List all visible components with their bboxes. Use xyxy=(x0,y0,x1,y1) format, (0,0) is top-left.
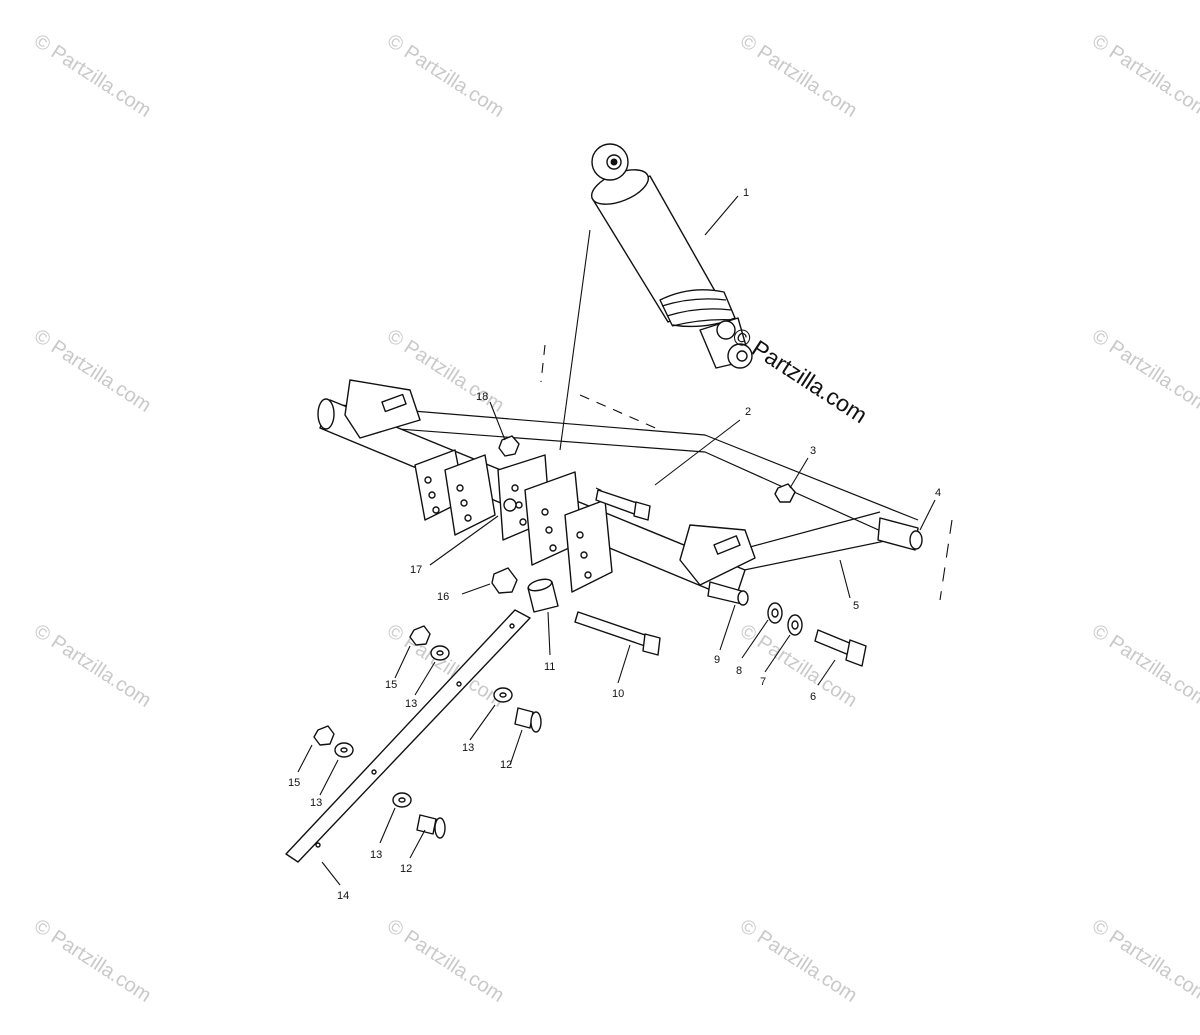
shock-absorber[interactable] xyxy=(587,143,753,369)
callout-14: 14 xyxy=(337,890,349,902)
callout-15: 15 xyxy=(385,679,397,691)
callout-16: 16 xyxy=(437,591,449,603)
callout-13: 13 xyxy=(370,849,382,861)
callout-3: 3 xyxy=(810,445,816,457)
callout-1: 1 xyxy=(743,187,749,199)
callout-15: 15 xyxy=(288,777,300,789)
hardware[interactable] xyxy=(313,435,867,839)
callout-8: 8 xyxy=(736,665,742,677)
callout-labels: 1 2 3 4 5 6 7 8 9 10 11 12 12 13 13 13 1… xyxy=(288,187,941,902)
strap[interactable] xyxy=(285,609,531,863)
leader-lines xyxy=(297,195,936,886)
callout-12: 12 xyxy=(500,759,512,771)
callout-13: 13 xyxy=(405,698,417,710)
callout-13: 13 xyxy=(462,742,474,754)
callout-5: 5 xyxy=(853,600,859,612)
callout-9: 9 xyxy=(714,654,720,666)
callout-17: 17 xyxy=(410,564,422,576)
callout-6: 6 xyxy=(810,691,816,703)
callout-4: 4 xyxy=(935,487,941,499)
callout-18: 18 xyxy=(476,391,488,403)
callout-13: 13 xyxy=(310,797,322,809)
callout-10: 10 xyxy=(612,688,624,700)
callout-2: 2 xyxy=(745,406,751,418)
rear-arm-assembly[interactable] xyxy=(317,379,923,606)
mounting-plates[interactable] xyxy=(414,449,613,593)
callout-11: 11 xyxy=(544,661,555,673)
callout-12: 12 xyxy=(400,863,412,875)
callout-7: 7 xyxy=(760,676,766,688)
